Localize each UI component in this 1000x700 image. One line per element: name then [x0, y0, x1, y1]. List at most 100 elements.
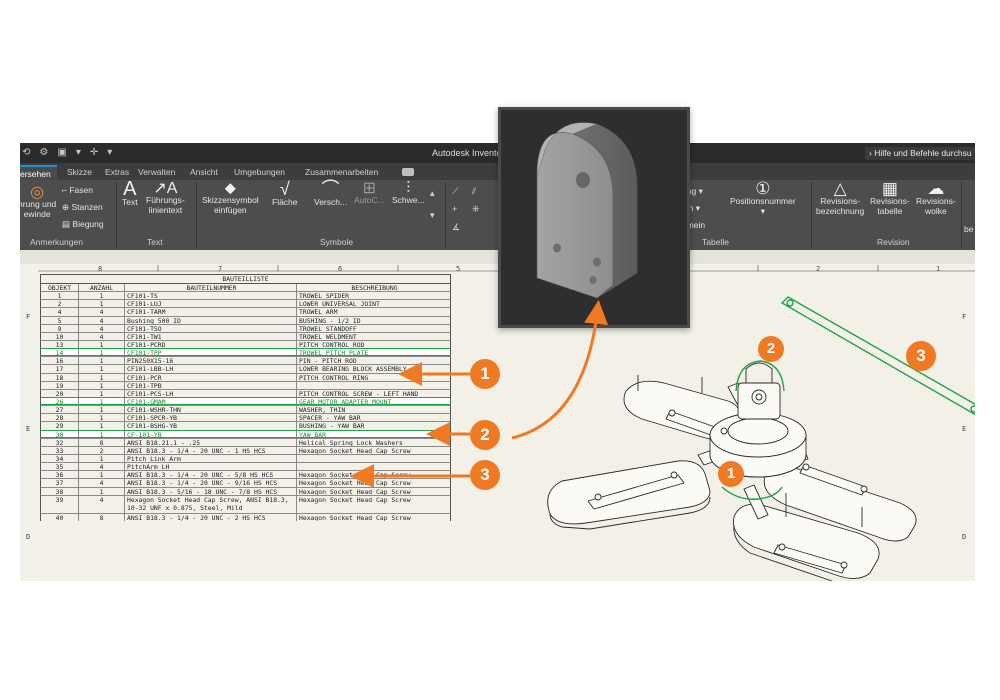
- skizzensymbol-button[interactable]: ⬥ Skizzensymbol einfügen: [202, 181, 259, 216]
- panel-text: Text: [147, 237, 163, 247]
- header-beschreibung: BESCHREIBUNG: [351, 284, 398, 292]
- cell-anzahl: 1: [79, 397, 125, 405]
- tabelle-item-3[interactable]: emein: [682, 220, 705, 230]
- bisector-icon[interactable]: ⫽: [472, 186, 477, 196]
- cell-anzahl: 1: [79, 471, 125, 479]
- be-button[interactable]: be: [964, 224, 973, 234]
- autocenter-button[interactable]: ⊞ AutoC...: [354, 181, 385, 206]
- flaeche-button[interactable]: √ Fläche: [272, 180, 298, 207]
- centerpattern-icon[interactable]: ⁜: [472, 204, 480, 214]
- revtab-label-1: Revisions-: [870, 196, 910, 206]
- hole-note-icon: ◎: [30, 184, 45, 201]
- yaw-bar-highlight: [780, 296, 975, 416]
- divider: [811, 182, 812, 248]
- save-icon[interactable]: ▣: [57, 147, 67, 158]
- revisionsbezeichnung-button[interactable]: △ Revisions- bezeichnung: [816, 180, 865, 216]
- cell-anzahl: 1: [79, 487, 125, 495]
- centermark-icon[interactable]: +: [452, 204, 458, 214]
- chevron-down-icon: ▾: [760, 206, 765, 216]
- fasen-button[interactable]: ⌐ Fasen: [62, 185, 93, 195]
- biegung-label: Biegung: [72, 219, 104, 229]
- universal-joint: [745, 362, 773, 383]
- tab-umgebungen[interactable]: Umgebungen: [234, 167, 286, 177]
- fuehrung-label-2: linientext: [148, 205, 183, 215]
- revisionstabelle-button[interactable]: ▦ Revisions- tabelle: [870, 180, 910, 216]
- more-icon[interactable]: ▾: [75, 147, 81, 158]
- schweiss-button[interactable]: ⫶ Schwe...: [392, 181, 425, 206]
- cell-objekt: 36: [41, 471, 79, 479]
- revisionswolke-button[interactable]: ☁ Revisions- wolke: [916, 180, 956, 216]
- bolt: [594, 493, 602, 501]
- verschweissung-button[interactable]: ⌒ Versch...: [314, 180, 347, 207]
- cell-objekt: 19: [41, 381, 79, 389]
- revbez-label-2: bezeichnung: [816, 206, 865, 216]
- zone-label: 8: [98, 265, 103, 273]
- cell-objekt: 26: [41, 397, 79, 405]
- zone-label: E: [962, 425, 967, 433]
- cell-anzahl: 1: [79, 357, 125, 365]
- tab-verwalten[interactable]: Verwalten: [138, 167, 176, 177]
- stanzen-button[interactable]: ⊕ Stanzen: [62, 202, 103, 212]
- zone-label: F: [962, 313, 967, 321]
- biegung-button[interactable]: ▤ Biegung: [62, 219, 104, 229]
- dropdown-icon[interactable]: ▾: [107, 147, 113, 158]
- spider-arm: [743, 484, 769, 520]
- undo-icon[interactable]: ⟲: [22, 147, 31, 158]
- cell-beschreibung: LOWER BEARING BLOCK ASSEMBLY: [299, 365, 407, 373]
- panel-anmerkungen: Anmerkungen: [30, 237, 83, 247]
- tab-extras[interactable]: Extras: [105, 167, 130, 177]
- revbez-label-1: Revisions-: [820, 196, 860, 206]
- measure-icon[interactable]: ⚙: [39, 147, 49, 158]
- bolt: [670, 471, 678, 479]
- positionsnummer-button[interactable]: ① Positionsnummer ▾: [730, 180, 796, 216]
- scroll-up-icon[interactable]: ▴: [430, 188, 435, 198]
- zone-label: D: [26, 533, 31, 541]
- bohrung-label-1: hrung und: [20, 199, 57, 209]
- text-button[interactable]: A Text: [122, 179, 138, 207]
- tab-zusammenarbeiten[interactable]: Zusammenarbeiten: [305, 167, 379, 177]
- video-icon[interactable]: [402, 168, 414, 176]
- leader-text-icon: ↗A: [153, 180, 178, 197]
- angle-icon[interactable]: ∡: [452, 222, 461, 232]
- fuehrungstext-button[interactable]: ↗A Führungs- linientext: [146, 180, 185, 216]
- cell-objekt: 39: [41, 495, 79, 513]
- highlighted-parts: [721, 296, 975, 500]
- scroll-down-icon[interactable]: ▾: [430, 210, 435, 220]
- centerline-icon[interactable]: ⟋: [452, 186, 459, 196]
- bohrung-gewinde-button[interactable]: ◎ hrung und ewinde: [20, 184, 57, 220]
- assembly-view[interactable]: [38, 265, 975, 581]
- tab-skizze[interactable]: Skizze: [67, 167, 93, 177]
- cell-bauteilnummer: ANSI B18.3 - 1/4 - 20 UNC - 1 HS HCS: [125, 446, 297, 454]
- cell-anzahl: 1: [79, 406, 125, 414]
- help-search-input[interactable]: › Hilfe und Befehle durchsu: [865, 147, 975, 160]
- tab-ansicht[interactable]: Ansicht: [190, 167, 218, 177]
- cell-anzahl: 1: [79, 349, 125, 356]
- parts-list-table[interactable]: BAUTEILLISTE OBJEKT ANZAHL BAUTEILNUMMER…: [40, 274, 451, 521]
- plus-icon[interactable]: ✛: [89, 147, 99, 158]
- tab-beschriften[interactable]: ersehen: [20, 165, 57, 180]
